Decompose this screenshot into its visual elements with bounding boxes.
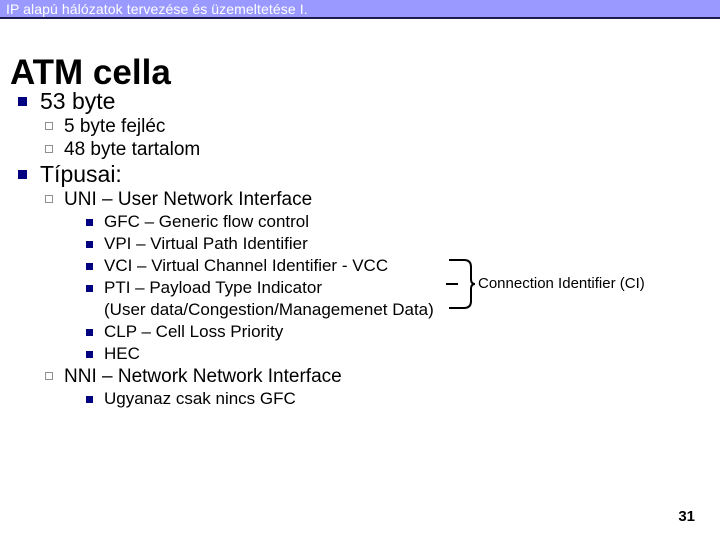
outline-item-label: CLP – Cell Loss Priority — [104, 322, 284, 341]
outline-item-level-3: GFC – Generic flow control — [0, 211, 720, 233]
outline-item-label: (User data/Congestion/Managemenet Data) — [104, 300, 434, 319]
outline-item-label: HEC — [104, 344, 140, 363]
outline-item-level-3: VPI – Virtual Path Identifier — [0, 233, 720, 255]
bullet-marker-level-3-icon — [86, 219, 93, 226]
outline-item-level-2: NNI – Network Network Interface — [0, 365, 720, 388]
outline-item-level-3: Ugyanaz csak nincs GFC — [0, 388, 720, 410]
page-title: ATM cella — [10, 53, 171, 93]
outline-item-label: 5 byte fejléc — [64, 116, 166, 137]
bullet-marker-level-2-icon — [45, 122, 53, 130]
curly-brace-icon — [446, 259, 476, 309]
bullet-marker-level-3-icon — [86, 241, 93, 248]
outline-item-level-2: 48 byte tartalom — [0, 138, 720, 161]
outline-item-level-2: UNI – User Network Interface — [0, 188, 720, 211]
outline-item-label: VCI – Virtual Channel Identifier - VCC — [104, 256, 389, 275]
connection-identifier-annotation: Connection Identifier (CI) — [428, 258, 708, 310]
header-band: IP alapú hálózatok tervezése és üzemelte… — [0, 0, 720, 19]
outline-item-level-1: 53 byte — [0, 88, 720, 115]
outline-item-label: UNI – User Network Interface — [64, 189, 313, 210]
outline-item-label: 48 byte tartalom — [64, 139, 201, 160]
connection-identifier-label: Connection Identifier (CI) — [478, 275, 645, 292]
outline-item-level-2: 5 byte fejléc — [0, 115, 720, 138]
bullet-marker-level-3-icon — [86, 351, 93, 358]
header-course-title: IP alapú hálózatok tervezése és üzemelte… — [6, 1, 308, 17]
outline-item-label: 53 byte — [40, 88, 116, 114]
outline-item-label: Típusai: — [40, 161, 122, 187]
outline-item-level-3: PTI – Payload Type Indicator — [0, 277, 720, 299]
outline-item-label: Ugyanaz csak nincs GFC — [104, 389, 296, 408]
bullet-marker-level-1-icon — [18, 170, 27, 179]
outline-item-label: GFC – Generic flow control — [104, 212, 310, 231]
outline-item-level-3: HEC — [0, 343, 720, 365]
bullet-marker-level-3-icon — [86, 396, 93, 403]
outline-item-label: PTI – Payload Type Indicator — [104, 278, 322, 297]
bullet-marker-level-3-icon — [86, 329, 93, 336]
outline-item-level-3: VCI – Virtual Channel Identifier - VCC — [0, 255, 720, 277]
outline-item-label: NNI – Network Network Interface — [64, 366, 342, 387]
outline-item-level-3: CLP – Cell Loss Priority — [0, 321, 720, 343]
bullet-marker-level-2-icon — [45, 145, 53, 153]
page-number: 31 — [678, 508, 695, 525]
bullet-marker-level-3-icon — [86, 285, 93, 292]
bullet-marker-level-2-icon — [45, 372, 53, 380]
bullet-marker-level-2-icon — [45, 195, 53, 203]
outline-item-label: VPI – Virtual Path Identifier — [104, 234, 308, 253]
bullet-marker-level-3-icon — [86, 263, 93, 270]
outline-item-level-1: Típusai: — [0, 161, 720, 188]
bullet-marker-level-1-icon — [18, 97, 27, 106]
outline-item-level-0: (User data/Congestion/Managemenet Data) — [0, 299, 720, 321]
